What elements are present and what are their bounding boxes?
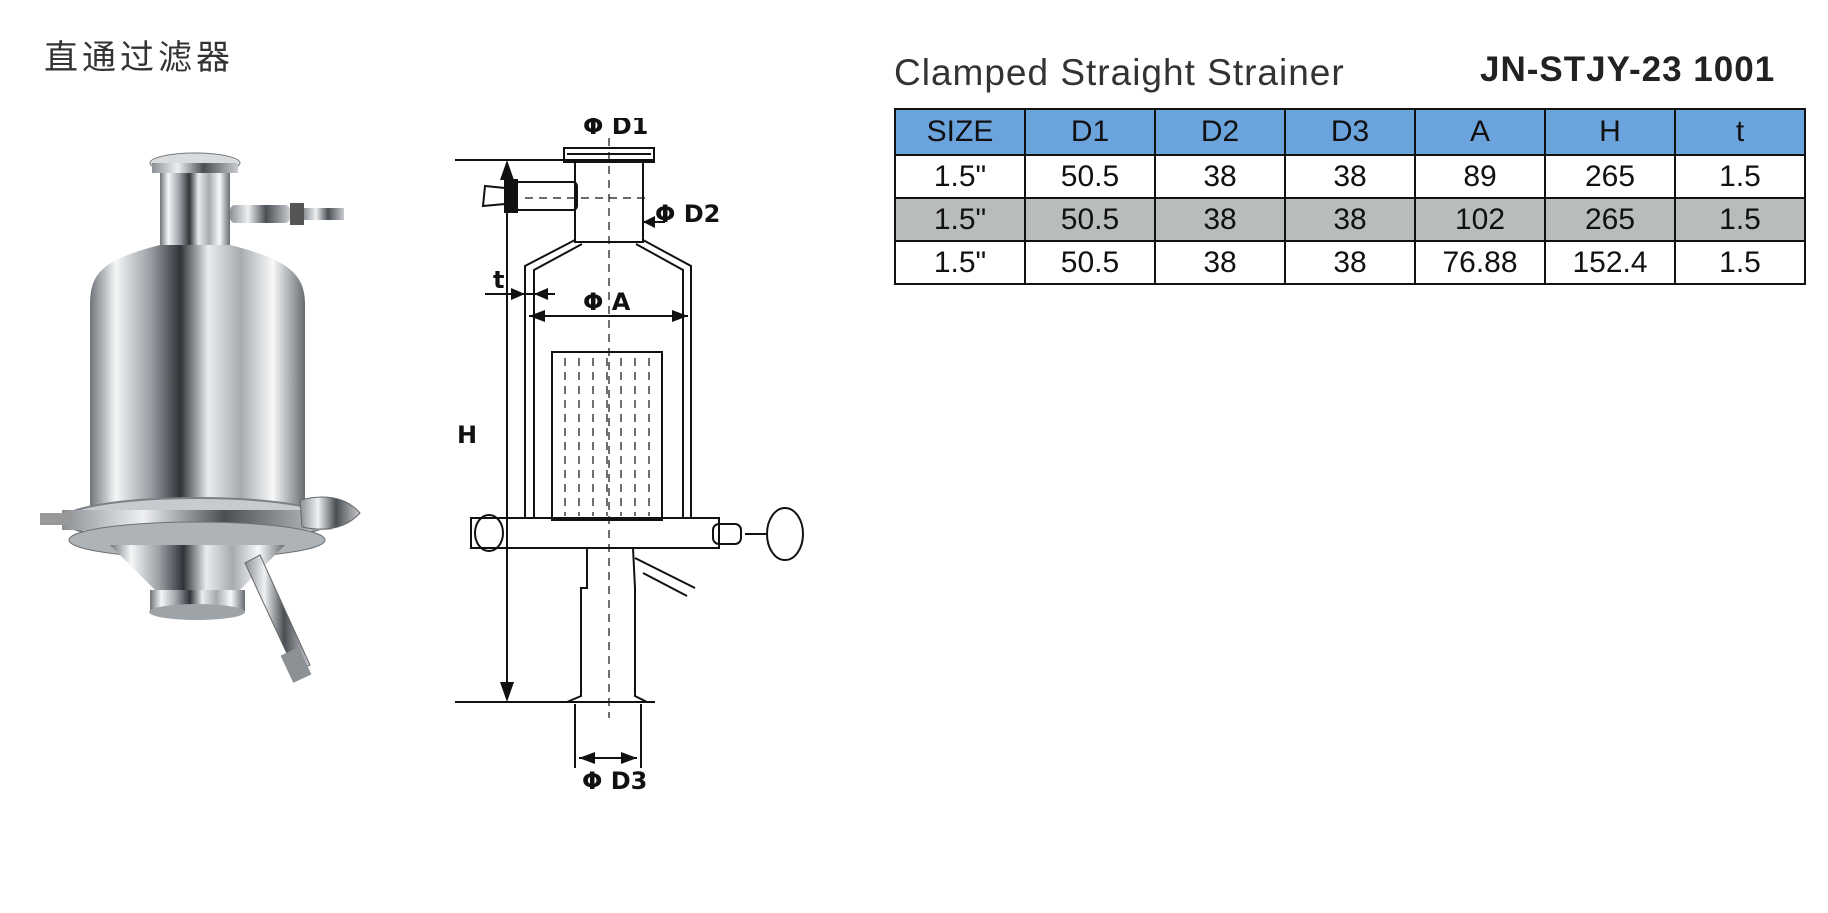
table-cell: 1.5 <box>1674 240 1806 285</box>
header-a: A <box>1414 108 1546 156</box>
header-d1: D1 <box>1024 108 1156 156</box>
header-d3: D3 <box>1284 108 1416 156</box>
english-title: Clamped Straight Strainer <box>894 52 1345 93</box>
header-size: SIZE <box>894 108 1026 156</box>
table-header-row: SIZE D1 D2 D3 A H t <box>894 108 1806 156</box>
table-cell: 50.5 <box>1024 154 1156 199</box>
table-row: 1.5" 50.5 38 38 89 265 1.5 <box>894 154 1806 199</box>
table-cell: 152.4 <box>1544 240 1676 285</box>
table-cell: 38 <box>1284 197 1416 242</box>
table-cell: 1.5" <box>894 154 1026 199</box>
header-t: t <box>1674 108 1806 156</box>
header-d2: D2 <box>1154 108 1286 156</box>
table-cell: 1.5 <box>1674 197 1806 242</box>
header-h: H <box>1544 108 1676 156</box>
t-label: t <box>493 266 504 294</box>
table-cell: 38 <box>1284 154 1416 199</box>
table-cell: 265 <box>1544 197 1676 242</box>
table-row: 1.5" 50.5 38 38 76.88 152.4 1.5 <box>894 240 1806 285</box>
spec-table: SIZE D1 D2 D3 A H t 1.5" 50.5 38 38 89 2… <box>894 108 1806 285</box>
table-cell: 38 <box>1154 197 1286 242</box>
table-cell: 102 <box>1414 197 1546 242</box>
table-cell: 265 <box>1544 154 1676 199</box>
table-cell: 38 <box>1154 154 1286 199</box>
table-cell: 1.5" <box>894 197 1026 242</box>
d1-label: Φ D1 <box>583 118 648 140</box>
table-cell: 76.88 <box>1414 240 1546 285</box>
table-cell: 38 <box>1284 240 1416 285</box>
table-cell: 50.5 <box>1024 197 1156 242</box>
a-label: Φ A <box>583 288 631 316</box>
table-cell: 50.5 <box>1024 240 1156 285</box>
d3-label: Φ D3 <box>582 767 647 795</box>
table-cell: 1.5" <box>894 240 1026 285</box>
table-cell: 38 <box>1154 240 1286 285</box>
chinese-title: 直通过滤器 <box>44 38 234 78</box>
product-photo <box>40 152 361 683</box>
h-label: H <box>457 421 477 449</box>
technical-drawing: Φ D1 Φ D2 Φ D3 Φ A H t <box>455 118 804 795</box>
d2-label: Φ D2 <box>655 200 720 228</box>
table-cell: 1.5 <box>1674 154 1806 199</box>
table-cell: 89 <box>1414 154 1546 199</box>
model-number: JN-STJY-23 1001 <box>1480 50 1776 89</box>
table-row: 1.5" 50.5 38 38 102 265 1.5 <box>894 197 1806 242</box>
